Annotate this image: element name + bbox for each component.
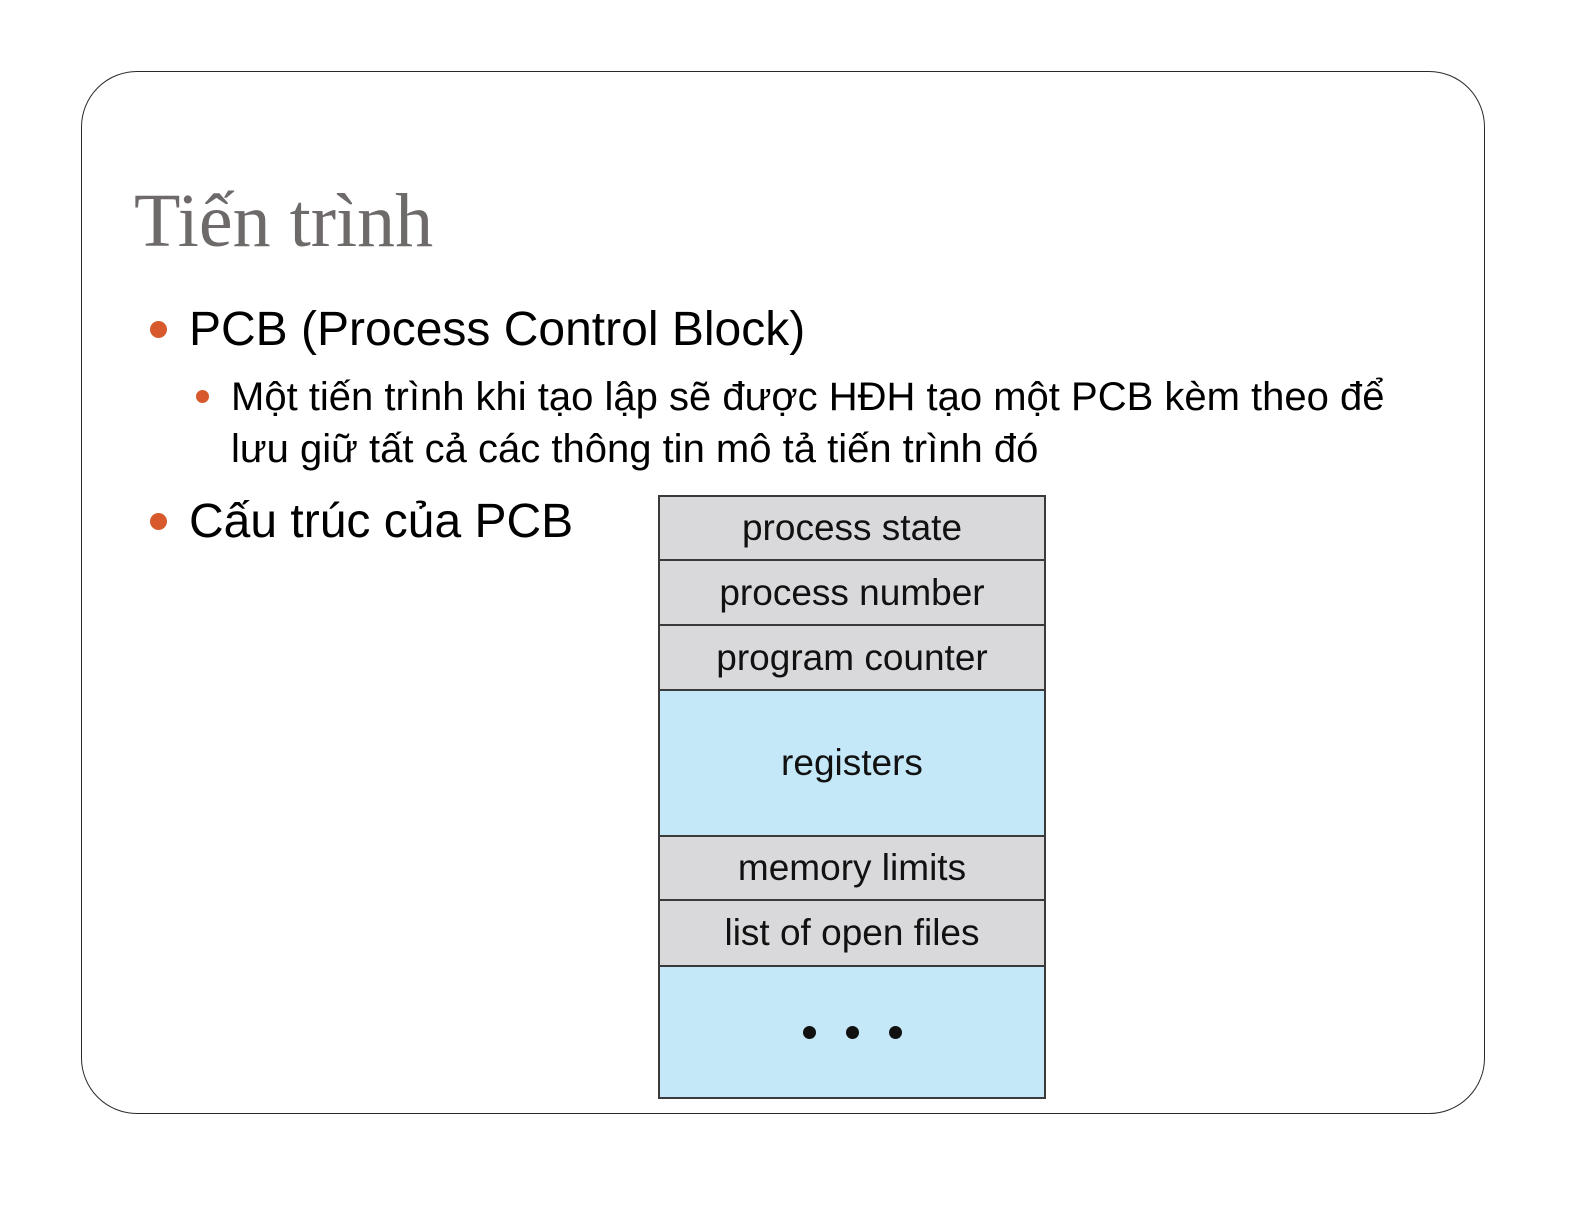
pcb-field-program-counter: program counter [660,626,1044,691]
bullet-dot-icon [150,513,167,530]
pcb-field-registers: registers [660,691,1044,837]
bullet-pcb-structure: Cấu trúc của PCB [189,498,573,546]
pcb-field-label: registers [781,742,923,784]
sub-bullet-pcb-description-text: Một tiến trình khi tạo lập sẽ được HĐH t… [231,375,1385,471]
ellipsis-icon [803,1026,902,1039]
pcb-field-label: memory limits [738,847,966,889]
pcb-field-memory-limits: memory limits [660,837,1044,901]
pcb-field-label: program counter [716,637,987,679]
bullet-pcb: PCB (Process Control Block) [189,306,805,354]
pcb-field-more [660,967,1044,1097]
bullet-dot-icon [150,321,167,338]
pcb-field-open-files: list of open files [660,901,1044,967]
pcb-field-label: process number [719,572,984,614]
slide-title: Tiến trình [134,180,433,264]
pcb-field-process-number: process number [660,561,1044,626]
pcb-field-label: process state [742,507,962,549]
bullet-pcb-text: PCB (Process Control Block) [189,303,805,356]
pcb-field-label: list of open files [724,912,979,954]
sub-bullet-dot-icon [196,390,209,403]
pcb-structure-diagram: process state process number program cou… [658,495,1046,1099]
sub-bullet-pcb-description: Một tiến trình khi tạo lập sẽ được HĐH t… [231,371,1446,475]
bullet-pcb-structure-text: Cấu trúc của PCB [189,495,573,548]
pcb-field-process-state: process state [660,497,1044,561]
